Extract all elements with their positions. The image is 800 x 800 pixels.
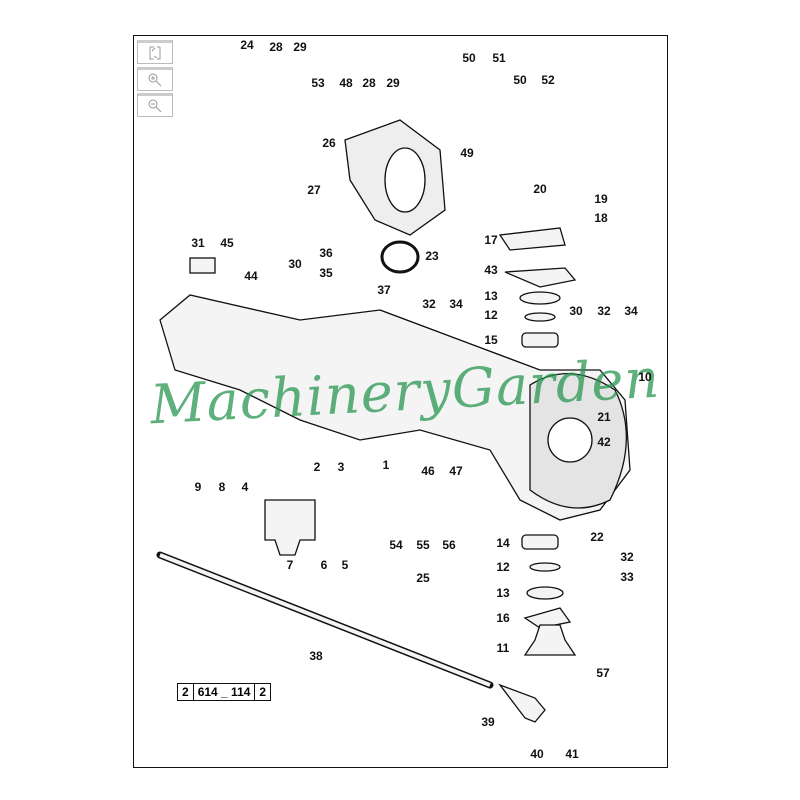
- callout-label: 28: [362, 76, 376, 90]
- callout-label: 30: [569, 304, 583, 318]
- callout-label: 46: [421, 464, 435, 478]
- callout-label: 30: [288, 257, 302, 271]
- callout-label: 43: [484, 263, 498, 277]
- diagram-frame: [133, 35, 668, 768]
- callout-label: 34: [449, 297, 463, 311]
- callout-label: 42: [597, 435, 611, 449]
- pivot-bracket: [264, 499, 316, 556]
- callout-label: 49: [460, 146, 474, 160]
- callout-label: 12: [484, 308, 498, 322]
- callout-label: 32: [597, 304, 611, 318]
- callout-label: 55: [416, 538, 430, 552]
- callout-label: 24: [240, 38, 254, 52]
- callout-label: 9: [194, 480, 202, 494]
- callout-label: 50: [513, 73, 527, 87]
- zoom-out-button[interactable]: [137, 93, 173, 117]
- callout-label: 56: [442, 538, 456, 552]
- callout-label: 44: [244, 269, 258, 283]
- reference-part: 2: [178, 684, 194, 700]
- tie-rod-end: [498, 683, 546, 723]
- reference-code: 2 614 _ 114 2: [177, 683, 272, 701]
- callout-label: 5: [341, 558, 349, 572]
- king-pin-cap: [498, 227, 566, 251]
- reference-part: 2: [259, 685, 267, 699]
- callout-label: 6: [320, 558, 328, 572]
- callout-label: 22: [590, 530, 604, 544]
- callout-label: 20: [533, 182, 547, 196]
- callout-label: 13: [484, 289, 498, 303]
- callout-label: 51: [492, 51, 506, 65]
- callout-label: 28: [269, 40, 283, 54]
- callout-label: 14: [496, 536, 510, 550]
- zoom-in-icon: [148, 73, 162, 87]
- callout-label: 47: [449, 464, 463, 478]
- callout-label: 11: [496, 641, 510, 655]
- callout-label: 12: [496, 560, 510, 574]
- callout-label: 3: [337, 460, 345, 474]
- callout-label: 45: [220, 236, 234, 250]
- fit-page-icon: [149, 46, 161, 60]
- callout-label: 4: [241, 480, 249, 494]
- callout-label: 32: [620, 550, 634, 564]
- callout-label: 7: [286, 558, 294, 572]
- callout-label: 1: [382, 458, 390, 472]
- callout-label: 8: [218, 480, 226, 494]
- callout-label: 23: [425, 249, 439, 263]
- callout-label: 50: [462, 51, 476, 65]
- callout-label: 26: [322, 136, 336, 150]
- seal-ring: [380, 240, 420, 274]
- callout-label: 21: [597, 410, 611, 424]
- zoom-in-button[interactable]: [137, 67, 173, 91]
- callout-label: 53: [311, 76, 325, 90]
- callout-label: 48: [339, 76, 353, 90]
- callout-label: 31: [191, 236, 205, 250]
- callout-label: 29: [293, 40, 307, 54]
- callout-label: 15: [484, 333, 498, 347]
- callout-label: 40: [530, 747, 544, 761]
- callout-label: 38: [309, 649, 323, 663]
- callout-label: 32: [422, 297, 436, 311]
- callout-label: 2: [313, 460, 321, 474]
- callout-label: 52: [541, 73, 555, 87]
- callout-label: 41: [565, 747, 579, 761]
- lower-pivot: [523, 624, 577, 656]
- callout-label: 17: [484, 233, 498, 247]
- callout-label: 25: [416, 571, 430, 585]
- callout-label: 19: [594, 192, 608, 206]
- gasket: [504, 267, 577, 288]
- zoom-out-icon: [148, 99, 162, 113]
- callout-label: 57: [596, 666, 610, 680]
- callout-label: 16: [496, 611, 510, 625]
- callout-label: 37: [377, 283, 391, 297]
- reference-part: 614 _ 114: [194, 684, 256, 700]
- callout-label: 35: [319, 266, 333, 280]
- fit-page-button[interactable]: [137, 40, 173, 64]
- callout-label: 18: [594, 211, 608, 225]
- callout-label: 29: [386, 76, 400, 90]
- axle-housing: [159, 294, 631, 521]
- callout-label: 33: [620, 570, 634, 584]
- callout-label: 36: [319, 246, 333, 260]
- callout-label: 39: [481, 715, 495, 729]
- callout-label: 13: [496, 586, 510, 600]
- callout-label: 54: [389, 538, 403, 552]
- callout-label: 10: [638, 370, 652, 384]
- callout-label: 34: [624, 304, 638, 318]
- callout-label: 27: [307, 183, 321, 197]
